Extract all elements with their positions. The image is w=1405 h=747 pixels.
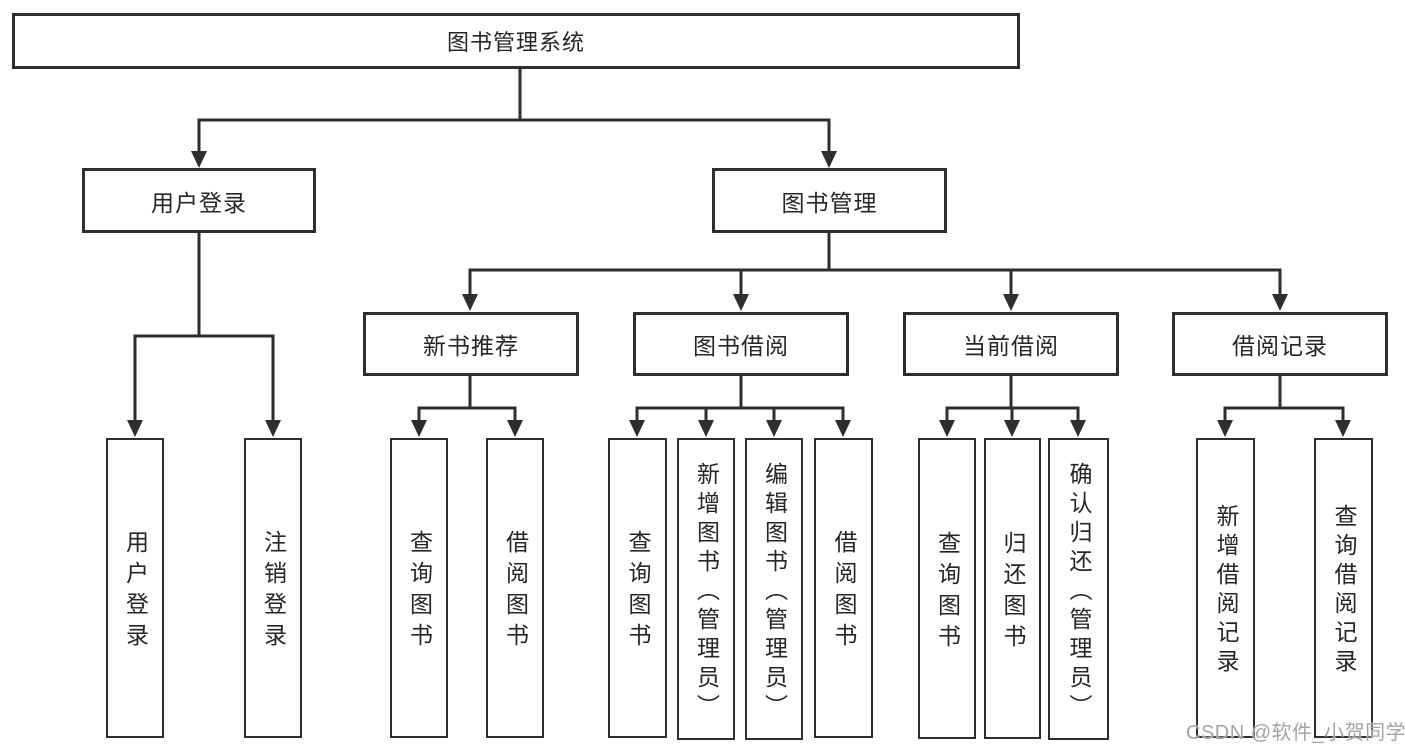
node-label: 当前借阅: [963, 333, 1059, 359]
connector-newbook-split: [417, 406, 517, 422]
leaf-label: 新增图书（管理员）: [693, 461, 720, 723]
node-label: 图书借阅: [693, 333, 789, 359]
leaf-label: 查询图书: [625, 530, 651, 654]
node-borrow-records: 借阅记录: [1172, 312, 1388, 376]
leaf-borrow-book: 借阅图书: [814, 438, 873, 738]
arrowhead: [191, 151, 207, 168]
leaf-user-login: 用户登录: [106, 438, 164, 738]
arrowhead: [127, 420, 143, 437]
node-label: 用户登录: [151, 189, 247, 216]
node-label: 图书管理: [781, 189, 878, 216]
leaf-label: 借阅图书: [502, 530, 529, 654]
arrowhead: [507, 420, 523, 437]
leaf-query-book-current: 查询图书: [918, 438, 976, 739]
arrowhead: [462, 294, 478, 311]
connector-records-split: [1223, 406, 1345, 422]
leaf-label: 编辑图书（管理员）: [761, 461, 788, 723]
arrowhead: [821, 151, 837, 168]
node-book-management: 图书管理: [712, 168, 947, 233]
leaf-confirm-return-admin: 确认归还（管理员）: [1048, 438, 1109, 740]
arrowhead: [835, 420, 851, 437]
leaf-return-book: 归还图书: [984, 438, 1041, 739]
leaf-add-book-admin: 新增图书（管理员）: [677, 438, 735, 740]
leaf-query-borrow-record: 查询借阅记录: [1314, 438, 1373, 738]
leaf-label: 归还图书: [1000, 530, 1026, 655]
connector-userlogin-split: [133, 334, 275, 421]
leaf-label: 注销登录: [260, 530, 287, 654]
node-current-borrow: 当前借阅: [903, 312, 1119, 376]
leaf-label: 查询图书: [406, 530, 433, 654]
arrowhead: [1272, 294, 1288, 311]
connector-bookborrow-split: [635, 406, 845, 422]
leaf-query-book-borrow: 查询图书: [608, 438, 667, 738]
node-book-borrow: 图书借阅: [633, 312, 849, 376]
leaf-borrow-book-recommend: 借阅图书: [486, 438, 544, 738]
leaf-query-book-recommend: 查询图书: [390, 438, 448, 738]
arrowhead: [265, 420, 281, 437]
leaf-add-borrow-record: 新增借阅记录: [1196, 438, 1255, 738]
node-label: 图书管理系统: [446, 30, 585, 55]
arrowhead: [939, 420, 955, 437]
connector-bookborrow-drop: [704, 408, 776, 422]
arrowhead: [1003, 294, 1019, 311]
leaf-logout: 注销登录: [244, 438, 302, 738]
arrowhead: [411, 420, 427, 437]
node-label: 新书推荐: [423, 333, 519, 359]
node-label: 借阅记录: [1232, 333, 1328, 359]
arrowhead: [1004, 420, 1020, 437]
connector-bookmgmt-drop: [739, 270, 1013, 296]
connector-root-split: [197, 118, 831, 153]
leaf-label: 查询图书: [934, 530, 961, 655]
arrowhead: [698, 420, 714, 437]
leaf-label: 新增借阅记录: [1213, 504, 1239, 678]
leaf-label: 查询借阅记录: [1331, 504, 1357, 678]
csdn-watermark: CSDN @软件_小贺同学: [1186, 722, 1405, 744]
leaf-label: 确认归还（管理员）: [1066, 461, 1092, 723]
arrowhead: [733, 294, 749, 311]
node-new-book-recommend: 新书推荐: [363, 312, 579, 376]
node-root: 图书管理系统: [12, 13, 1020, 69]
node-user-login: 用户登录: [82, 168, 316, 233]
arrowhead: [766, 420, 782, 437]
leaf-edit-book-admin: 编辑图书（管理员）: [745, 438, 803, 740]
leaf-label: 用户登录: [122, 530, 149, 654]
leaf-label: 借阅图书: [831, 530, 857, 654]
arrowhead: [1070, 420, 1086, 437]
arrowhead: [1335, 420, 1351, 437]
arrowhead: [1217, 420, 1233, 437]
connector-bookmgmt-split: [468, 268, 1282, 296]
arrowhead: [629, 420, 645, 437]
